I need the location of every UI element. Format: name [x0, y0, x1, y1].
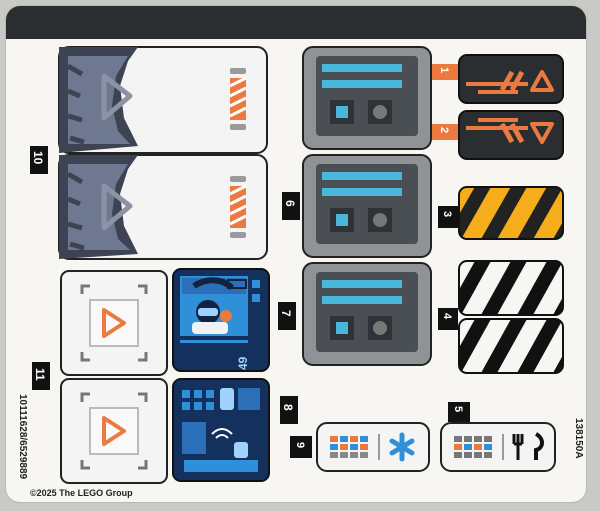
sticker-8-label: 8: [280, 396, 298, 424]
sticker-6-bottom-panel: [302, 262, 432, 366]
sticker-10-bottom-panel: [58, 154, 268, 260]
sticker-1-stripe: [458, 54, 564, 104]
right-code-text: 138150A: [573, 418, 584, 459]
copyright-text: ©2025 The LEGO Group: [30, 488, 133, 498]
sticker-11-bottom-panel: [60, 378, 168, 484]
sticker-4-label: 4: [438, 308, 458, 330]
sticker-1-label: 1: [432, 64, 458, 80]
sticker-5-label: 5: [448, 402, 470, 422]
screen7-readout: 49: [236, 356, 250, 370]
left-code-text: 10111628/6529889: [17, 394, 28, 480]
sticker-10-top-panel: [58, 46, 268, 154]
sheet-top-band: [6, 6, 586, 39]
sticker-5-panel: [440, 422, 556, 472]
sticker-6-middle-panel: [302, 154, 432, 258]
sticker-10-label: 10: [30, 146, 48, 174]
sticker-7-screen: 49: [172, 268, 270, 372]
sticker-6-top-panel: [302, 46, 432, 150]
sticker-4-top-stripes: [458, 260, 564, 316]
sticker-3-label: 3: [438, 206, 458, 228]
sticker-sheet: 10 11: [6, 6, 586, 502]
sticker-2-stripe: [458, 110, 564, 160]
sticker-11-top-panel: [60, 270, 168, 376]
sticker-6-label: 6: [282, 192, 300, 220]
sticker-4-bottom-stripes: [458, 318, 564, 374]
sticker-7-label: 7: [278, 302, 296, 330]
sticker-2-label: 2: [432, 124, 458, 140]
sticker-11-label: 11: [32, 362, 50, 390]
sticker-9-panel: [316, 422, 430, 472]
sticker-9-label: 9: [290, 436, 312, 458]
sticker-3-hazard: [458, 186, 564, 240]
sticker-8-screen: [172, 378, 270, 482]
